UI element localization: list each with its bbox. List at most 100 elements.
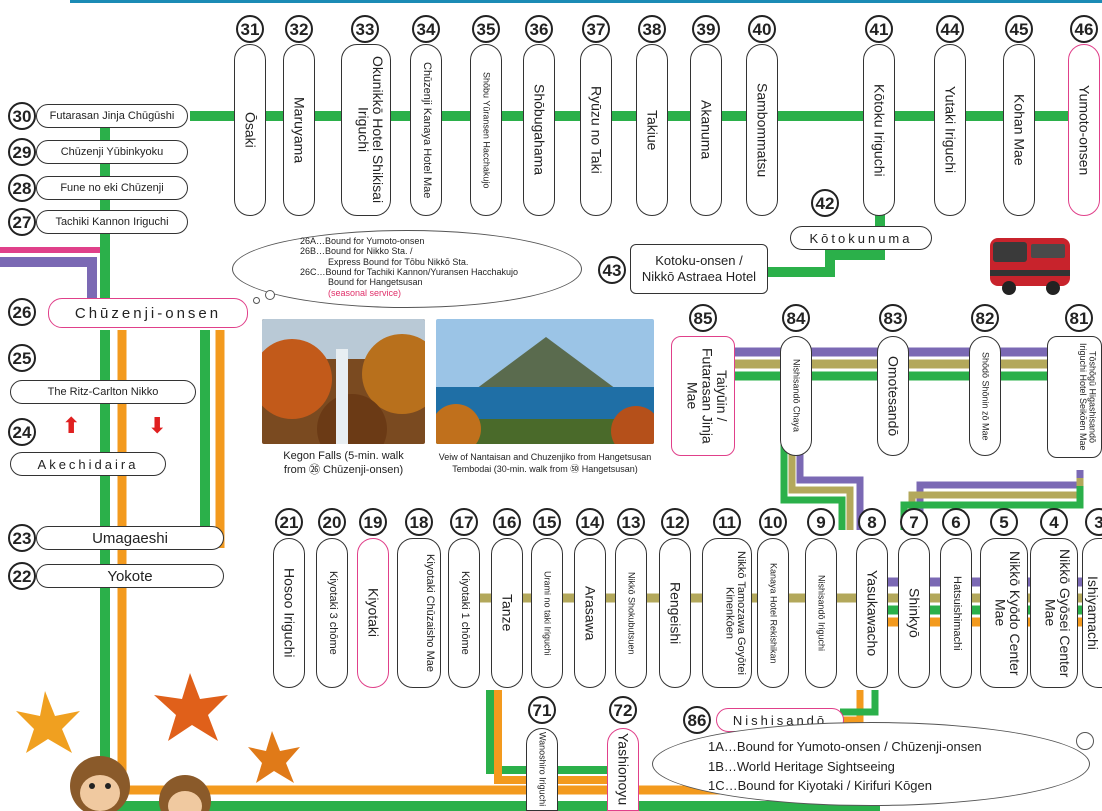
stop-label: Umagaeshi	[36, 526, 224, 550]
stop-number: 19	[359, 508, 387, 536]
stop-name: Nishisandō Chaya	[791, 359, 802, 433]
stop-number: 42	[811, 189, 839, 217]
stop-name: Nishisandō Iriguchi	[816, 574, 827, 652]
stop-number: 27	[8, 208, 36, 236]
stop-number: 86	[683, 706, 711, 734]
stop-label: Tōshōgū Higashisandō Iriguchi Hotel Seik…	[1047, 336, 1102, 458]
stop-name: Kiyotaki	[365, 588, 382, 638]
stop-name: Kohan Mae	[1011, 94, 1028, 166]
stop-name: Yashionoyu	[615, 733, 632, 806]
stop-label: Chūzenji Kanaya Hotel Mae	[410, 44, 442, 216]
monkey-mascot	[159, 775, 211, 811]
stop-label: Akechidaira	[10, 452, 166, 476]
top-border-line	[70, 0, 1102, 3]
stop-name: Shōbugahama	[531, 84, 548, 176]
stop-number: 33	[351, 15, 379, 43]
stop-label: Kōtokunuma	[790, 226, 932, 250]
stop-number: 10	[759, 508, 787, 536]
caption-line: Veiw of Nantaisan and Chuzenjiko from Ha…	[438, 452, 652, 462]
stop-label: Sambommatsu	[746, 44, 778, 216]
stop-label: Kiyotaki Chūzaisho Mae	[397, 538, 441, 688]
stop-name: Omotesandō	[885, 355, 902, 437]
stop-name: Wanoshiro Iriguchi	[537, 732, 548, 807]
stop-label: Yutaki Iriguchi	[934, 44, 966, 216]
stop-label: Akanuma	[690, 44, 722, 216]
bubble-dot	[253, 297, 260, 304]
stop-number: 21	[275, 508, 303, 536]
stop-number: 3	[1085, 508, 1102, 536]
stop-number: 13	[617, 508, 645, 536]
stop-label: The Ritz-Carlton Nikko	[10, 380, 196, 404]
stop-label: Wanoshiro Iriguchi	[526, 728, 558, 811]
route-note-text: 26A…Bound for Yumoto-onsen 26B…Bound for…	[300, 236, 518, 298]
stop-number: 20	[318, 508, 346, 536]
stop-number: 37	[582, 15, 610, 43]
stop-number: 44	[936, 15, 964, 43]
stop-label: Shinkyō	[898, 538, 930, 688]
stop-name: Yutaki Iriguchi	[942, 86, 959, 174]
stop-name: Ōsaki	[242, 112, 259, 148]
stop-number: 24	[8, 418, 36, 446]
stop-label: Nikkō Gyōsei Center Mae	[1030, 538, 1078, 688]
stop-name: Chūzenji Kanaya Hotel Mae	[420, 61, 433, 199]
stop-label: Tachiki Kannon Iriguchi	[36, 210, 188, 234]
stop-label: Nikkō Shokubutsuen	[615, 538, 647, 688]
stop-label: Nikkō Tamozawa Goyōtei Kinenkōen	[702, 538, 752, 688]
arrow-up-icon: ⬆	[62, 413, 81, 438]
stop-name: Okunikkō Hotel Shikisai Iriguchi	[355, 56, 386, 204]
lake-caption: Veiw of Nantaisan and Chuzenjiko from Ha…	[436, 452, 654, 475]
stop-number: 4	[1040, 508, 1068, 536]
stop-label: Omotesandō	[877, 336, 909, 456]
stop-label: Yasukawacho	[856, 538, 888, 688]
stop-number: 84	[782, 304, 810, 332]
stop-label: Yashionoyu	[607, 728, 639, 811]
stop-label: Kiyotaki	[357, 538, 389, 688]
stop-name: Tanze	[499, 594, 516, 632]
stop-number: 38	[638, 15, 666, 43]
stop-name: Kiyotaki 1 chōme	[458, 571, 471, 655]
stop-name: Arasawa	[582, 585, 599, 641]
stop-number: 17	[450, 508, 478, 536]
stop-label: Kohan Mae	[1003, 44, 1035, 216]
stop-name: Tōshōgū Higashisandō Iriguchi Hotel Seik…	[1078, 343, 1098, 451]
bus-illustration	[990, 238, 1070, 295]
stop-label: Kiyotaki 3 chōme	[316, 538, 348, 688]
stop-label: Chūzenji-onsen	[48, 298, 248, 328]
stop-label: Nishisandō Iriguchi	[805, 538, 837, 688]
note-line: 1B…World Heritage Sightseeing	[708, 758, 895, 774]
stop-name: Ryūzu no Taki	[588, 86, 605, 174]
stop-name: Nikkō Gyōsei Center Mae	[1042, 548, 1073, 678]
maple-leaf-icon	[16, 691, 80, 753]
stop-number: 34	[412, 15, 440, 43]
stop-number: 6	[942, 508, 970, 536]
stop-number: 40	[748, 15, 776, 43]
stop-name: Ishiyamachi	[1084, 576, 1101, 650]
stop-label: Nishisandō Chaya	[780, 336, 812, 456]
stop-name: Hatsuishimachi	[950, 575, 963, 651]
stop-number: 81	[1065, 304, 1093, 332]
stop-label: Rengeishi	[659, 538, 691, 688]
stop-name: Kōtoku Iriguchi	[871, 83, 888, 177]
caption-line: Tembodai (30-min. walk from ㊿ Hangetsusa…	[452, 463, 638, 474]
note-line: (seasonal service)	[328, 287, 402, 298]
kegon-caption: Kegon Falls (5-min. walk from ㉖ Chūzenji…	[262, 449, 425, 478]
stop-label: Chūzenji Yūbinkyoku	[36, 140, 188, 164]
stop-name: Shōdō Shōnin zō Mae	[980, 351, 991, 441]
stop-name: Taiyūin / Futarasan Jinja Mae	[684, 348, 730, 444]
stop-name: Hosoo Iriguchi	[281, 568, 298, 658]
stop-number: 83	[879, 304, 907, 332]
monkey-mascot	[70, 756, 130, 811]
stop-label: Shōbugahama	[523, 44, 555, 216]
stop-number: 22	[8, 562, 36, 590]
stop-number: 36	[525, 15, 553, 43]
stop-label: Urami no taki Iriguchi	[531, 538, 563, 688]
stop-name: Kanaya Hotel Rekishikan	[768, 562, 779, 664]
stop-number: 16	[493, 508, 521, 536]
stop-number: 26	[8, 298, 36, 326]
stop-name: Akanuma	[698, 100, 715, 160]
stop-label: Ryūzu no Taki	[580, 44, 612, 216]
stop-number: 8	[858, 508, 886, 536]
note-line: 1C…Bound for Kiyotaki / Kirifuri Kōgen	[708, 778, 932, 793]
stop-number: 14	[576, 508, 604, 536]
stop-number: 30	[8, 102, 36, 130]
